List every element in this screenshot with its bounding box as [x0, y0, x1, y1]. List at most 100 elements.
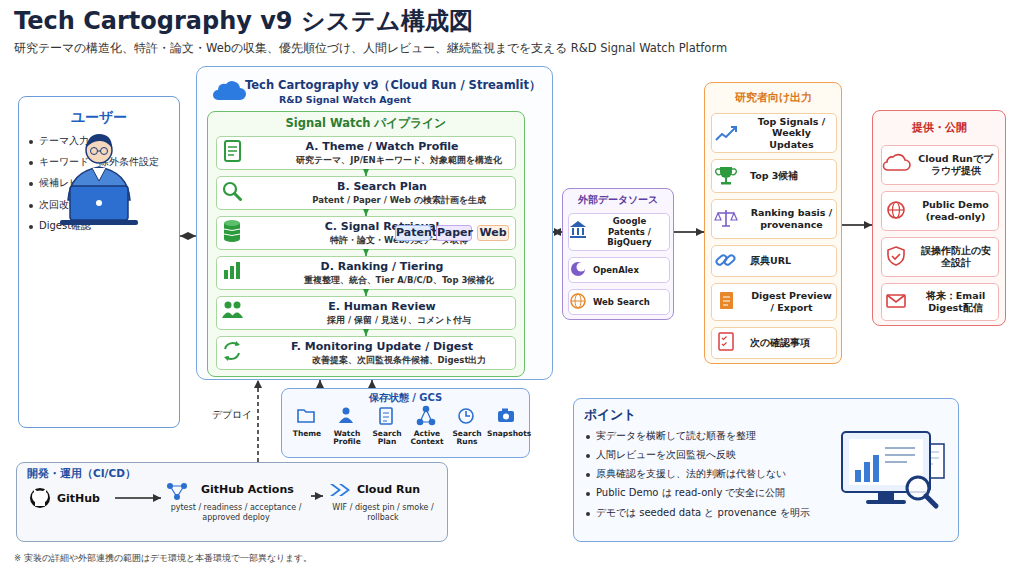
node-heading: Patent — [396, 226, 430, 240]
connector-arrow — [365, 250, 367, 256]
storage-icon — [383, 413, 389, 421]
node-text: 研究テーマ、JP/ENキーワード、対象範囲を構造化 — [287, 155, 511, 165]
step-icon — [225, 141, 240, 161]
node-heading: Watch Profile — [327, 430, 367, 447]
process-step: F. Monitoring Update / Digest改善提案、次回監視条件… — [216, 336, 516, 370]
dashboard-illustration — [918, 444, 944, 478]
footnote-caption: ※ 実装の詳細や外部連携の範囲はデモ環境と本番環境で一部異なります。 — [14, 553, 312, 565]
user-illustration — [96, 200, 102, 206]
node-heading: Web — [478, 226, 508, 240]
system-container: Tech Cartography v9（Cloud Run / Streamli… — [196, 66, 553, 380]
connector-arrow — [365, 330, 367, 336]
user-illustration — [60, 134, 138, 225]
node-heading: Paper — [437, 226, 471, 240]
connector-arrow — [553, 231, 562, 233]
node-heading: B. Search Plan — [253, 180, 511, 193]
output-icon — [715, 213, 737, 220]
delivery-icon — [888, 202, 904, 218]
node-text: pytest / readiness / acceptance / approv… — [161, 503, 311, 523]
output-icon — [718, 210, 734, 226]
dashboard-illustration — [842, 432, 930, 492]
node-heading: Cloud Runでブラウザ提供 — [916, 153, 995, 176]
datasource: OpenAlex — [568, 257, 670, 283]
output-icon — [721, 182, 731, 185]
cloud-icon — [213, 81, 246, 100]
step-icon — [225, 343, 238, 349]
source-icon — [582, 228, 584, 235]
user-illustration — [91, 148, 98, 155]
connector-arrow — [365, 210, 367, 216]
delivery-group: 提供・公開Cloud Runでブラウザ提供Public Demo (read-o… — [872, 110, 1006, 326]
storage-item: Snapshots — [487, 405, 527, 457]
storage-icon — [466, 411, 470, 416]
storage-icon — [424, 407, 429, 412]
connector-arrow — [319, 380, 321, 388]
step-icon — [234, 302, 241, 309]
node-heading: 開発・運用（CI/CD） — [27, 467, 447, 480]
storage-icon — [298, 407, 514, 425]
storage-icon — [459, 409, 473, 423]
node-heading: Search Runs — [447, 430, 487, 447]
connector-arrow — [365, 170, 367, 176]
output-icon — [719, 333, 733, 350]
dashboard-illustration — [907, 477, 929, 499]
node-heading: Cloud Run — [323, 483, 443, 496]
node-heading: Public Demo (read-only) — [916, 199, 995, 222]
node-text: Public Demo は read-only で安全に公開 — [584, 487, 851, 499]
node-heading: ユーザー — [27, 109, 171, 126]
output-item: 次の確認事項 — [711, 327, 837, 359]
cicd-icon — [30, 488, 50, 508]
node-text: キーワード・除外条件設定 — [27, 156, 171, 168]
source-tag: Patent — [395, 225, 431, 241]
source-tag: Paper — [436, 225, 472, 241]
source-icon — [575, 294, 581, 308]
cicd-stage: GitHub Actionspytest / readiness / accep… — [161, 477, 311, 537]
output-icon — [720, 292, 733, 309]
datasource: Web Search — [568, 289, 670, 315]
dashboard-illustration — [864, 462, 870, 482]
actor-panel: ユーザーテーマ入力キーワード・除外条件設定候補レビュー次回改善案の承認Diges… — [18, 96, 180, 428]
storage-item: Active Context — [407, 405, 447, 457]
user-illustration — [92, 168, 106, 181]
storage-item: Search Runs — [447, 405, 487, 457]
storage-item: Theme — [287, 405, 327, 457]
connector-arrow — [371, 380, 373, 388]
node-text: 候補レビュー — [27, 177, 171, 189]
source-icon — [571, 294, 585, 308]
node-heading: OpenAlex — [593, 265, 639, 275]
node-heading: Ranking basis / provenance — [750, 207, 833, 230]
node-text: 次回改善案の承認 — [27, 199, 171, 211]
process-step: B. Search PlanPatent / Paper / Web の検索計画… — [216, 176, 516, 210]
source-icon — [570, 221, 586, 227]
node-text: WIF / digest pin / smoke / rollback — [323, 503, 443, 523]
step-icon — [224, 229, 240, 236]
storage-icon — [343, 408, 350, 415]
delivery-icon — [883, 155, 910, 307]
node-heading: Signal Watch パイプライン — [208, 116, 524, 130]
datasource: Google Patents / BigQuery — [568, 213, 670, 251]
step-icon — [224, 341, 240, 361]
node-heading: 外部データソース — [563, 194, 673, 206]
process-step: E. Human Review採用 / 保留 / 見送り、コメント付与 — [216, 296, 516, 330]
user-illustration — [60, 220, 138, 225]
storage-icon — [498, 411, 514, 422]
user-illustration — [68, 167, 130, 200]
node-heading: A. Theme / Watch Profile — [253, 140, 511, 153]
node-heading: Top 3候補 — [750, 170, 798, 182]
storage-icon — [380, 408, 392, 424]
step-icon — [228, 147, 237, 155]
node-heading: 原典URL — [750, 255, 791, 267]
connector-arrow — [674, 231, 704, 233]
delivery-icon — [892, 254, 900, 259]
node-text: Digest確認 — [27, 220, 171, 232]
dashboard-illustration — [855, 470, 861, 482]
output-icon — [715, 254, 727, 266]
dashboard-illustration — [885, 448, 915, 462]
output-group: 研究者向け出力Top Signals / Weekly UpdatesTop 3… — [704, 82, 842, 364]
node-heading: Active Context — [407, 430, 447, 447]
node-text: 改善提案、次回監視条件候補、Digest出力 — [287, 355, 511, 365]
node-heading: Top Signals / Weekly Updates — [750, 116, 833, 151]
user-illustration — [86, 137, 112, 163]
node-text: R&D Signal Watch Agent — [279, 94, 546, 106]
